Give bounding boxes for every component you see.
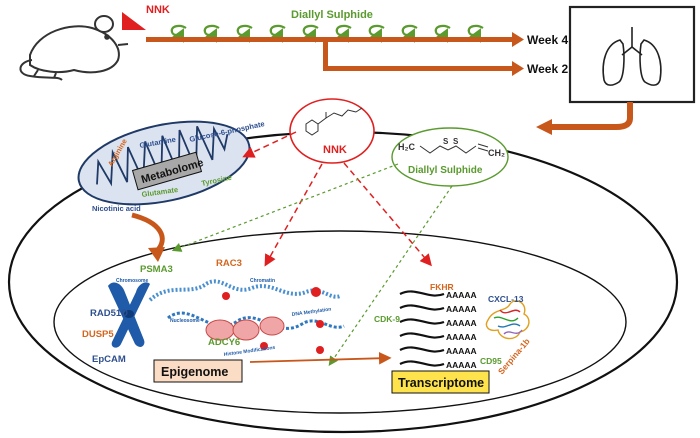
- epigenome-title: Epigenome: [161, 365, 228, 379]
- dose-arrow: [236, 24, 253, 43]
- metabolome-title-box: [131, 151, 203, 191]
- dose-arrow: [434, 24, 451, 43]
- mrna-transcripts: AAAAA AAAAA AAAAA AAAAA AAAAA AAAAA: [399, 290, 477, 370]
- diallyl-formula-right: CH₂: [488, 148, 505, 158]
- mrna-strand: [399, 360, 445, 367]
- lung-to-cell-arrowhead: [536, 119, 552, 135]
- diallyl-effect-arrows: [171, 163, 453, 366]
- epigenome-gene-label: DUSP5: [82, 329, 114, 340]
- protein-structure-icon: [485, 300, 530, 340]
- mrna-strand: [399, 304, 445, 311]
- chromosome-icon: [108, 282, 150, 348]
- diallyl-formula-left: H₂C: [398, 142, 415, 152]
- nnk-molecule-label: NNK: [323, 144, 347, 156]
- dose-arrow: [302, 24, 319, 43]
- nnk-structure-icon: [305, 107, 363, 136]
- epigenome-gene-label: ADCY6: [208, 337, 240, 348]
- structure-label: Chromosome: [116, 278, 148, 284]
- nnk-header-label: NNK: [146, 4, 170, 16]
- dose-arrow: [335, 24, 352, 43]
- dose-arrow: [368, 24, 385, 43]
- epigenome-gene-label: EpCAM: [92, 354, 126, 365]
- transcriptome-gene-label: FKHR: [430, 282, 454, 292]
- nnk-molecule-circle: [289, 98, 375, 164]
- structure-label: Nucleosome: [170, 318, 200, 324]
- structure-label: DNA Methylation: [291, 306, 331, 317]
- mrna-strand: [399, 318, 445, 325]
- epigenome-gene-label: RAD51D: [90, 308, 128, 319]
- diallyl-formula-s2: S: [453, 137, 459, 146]
- poly-a-tail: AAAAA: [446, 290, 477, 300]
- week4-timeline-bar: [146, 37, 512, 42]
- structure-label: Chromatin: [250, 278, 275, 284]
- week2-label: Week 2: [527, 62, 568, 76]
- week4-arrowhead: [512, 32, 524, 47]
- lung-panel: [568, 5, 696, 104]
- diallyl-molecule-circle: [391, 127, 509, 187]
- epigenome-gene-label: RAC3: [216, 258, 242, 269]
- epigenome-to-transcriptome-arrow: [249, 351, 392, 365]
- transcriptome-gene-label: CXCL-13: [488, 294, 524, 304]
- diallyl-header-label: Diallyl Sulphide: [291, 9, 373, 21]
- epigenome-gene-label: PSMA3: [140, 264, 173, 275]
- diallyl-formula-s1: S: [443, 137, 449, 146]
- epigenome-title-box: [153, 359, 243, 383]
- poly-a-tail: AAAAA: [446, 332, 477, 342]
- lung-to-cell-arrow: [550, 102, 633, 130]
- week4-label: Week 4: [527, 33, 568, 47]
- nnk-injection-triangle: [122, 12, 146, 30]
- diallyl-structure-icon: [419, 143, 489, 154]
- poly-a-tail: AAAAA: [446, 360, 477, 370]
- dose-arrows: [170, 24, 484, 43]
- week2-arrowhead: [512, 61, 524, 76]
- week2-timeline-drop: [323, 40, 328, 70]
- metabolite-label: Nicotinic acid: [92, 204, 141, 213]
- transcriptome-gene-label: CD95: [480, 356, 502, 366]
- poly-a-tail: AAAAA: [446, 304, 477, 314]
- metabolome-to-epigenome-arrowhead: [148, 247, 165, 262]
- dose-arrow: [203, 24, 220, 43]
- dose-arrow: [269, 24, 286, 43]
- transcriptome-gene-label: CDK-9: [374, 314, 400, 324]
- mouse-icon: [19, 15, 129, 81]
- poly-a-tail: AAAAA: [446, 318, 477, 328]
- transcriptome-title-box: [391, 370, 490, 394]
- dose-arrow: [467, 24, 484, 43]
- mrna-strand: [399, 290, 445, 297]
- dose-arrow: [170, 24, 187, 43]
- mrna-strand: [399, 346, 445, 353]
- poly-a-tail: AAAAA: [446, 346, 477, 356]
- chromatin-dna-icon: [148, 279, 345, 354]
- transcriptome-title: Transcriptome: [398, 376, 484, 390]
- dose-arrow: [401, 24, 418, 43]
- week2-timeline-bar: [323, 66, 513, 71]
- diallyl-molecule-label: Diallyl Sulphide: [408, 165, 483, 176]
- mrna-strand: [399, 332, 445, 339]
- nucleus-membrane: [53, 230, 627, 414]
- lungs-icon: [602, 27, 662, 86]
